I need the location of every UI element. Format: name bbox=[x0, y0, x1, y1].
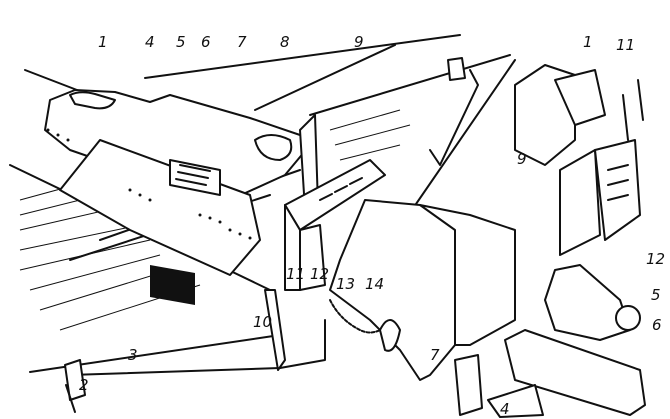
callout-13: 13 bbox=[336, 275, 356, 293]
uncoupling-lever bbox=[29, 289, 326, 413]
callout-exploded-11: 11 bbox=[616, 36, 636, 54]
callout-12: 12 bbox=[310, 265, 330, 283]
handrail bbox=[429, 57, 479, 166]
callout-2: 2 bbox=[79, 376, 89, 394]
callout-1: 1 bbox=[98, 33, 108, 51]
callout-7: 7 bbox=[237, 33, 247, 51]
callout-4: 4 bbox=[145, 33, 155, 51]
callout-14: 14 bbox=[365, 275, 385, 293]
callout-9: 9 bbox=[354, 33, 364, 51]
callout-5: 5 bbox=[176, 33, 186, 51]
callout-exploded-4: 4 bbox=[500, 400, 510, 418]
callout-exploded-6: 6 bbox=[652, 316, 662, 334]
callout-10: 10 bbox=[253, 313, 273, 331]
callout-3: 3 bbox=[128, 346, 138, 364]
exploded-parts bbox=[454, 64, 646, 418]
callout-exploded-12: 12 bbox=[646, 250, 666, 268]
callout-exploded-1: 1 bbox=[583, 33, 593, 51]
coupler-body bbox=[329, 199, 516, 381]
callout-exploded-7: 7 bbox=[430, 346, 440, 364]
yoke bbox=[284, 159, 386, 291]
center-sill bbox=[44, 89, 319, 305]
callout-11: 11 bbox=[286, 265, 306, 283]
callout-6: 6 bbox=[201, 33, 211, 51]
callout-exploded-5: 5 bbox=[651, 286, 661, 304]
callout-exploded-9: 9 bbox=[517, 150, 527, 168]
callout-8: 8 bbox=[280, 33, 290, 51]
